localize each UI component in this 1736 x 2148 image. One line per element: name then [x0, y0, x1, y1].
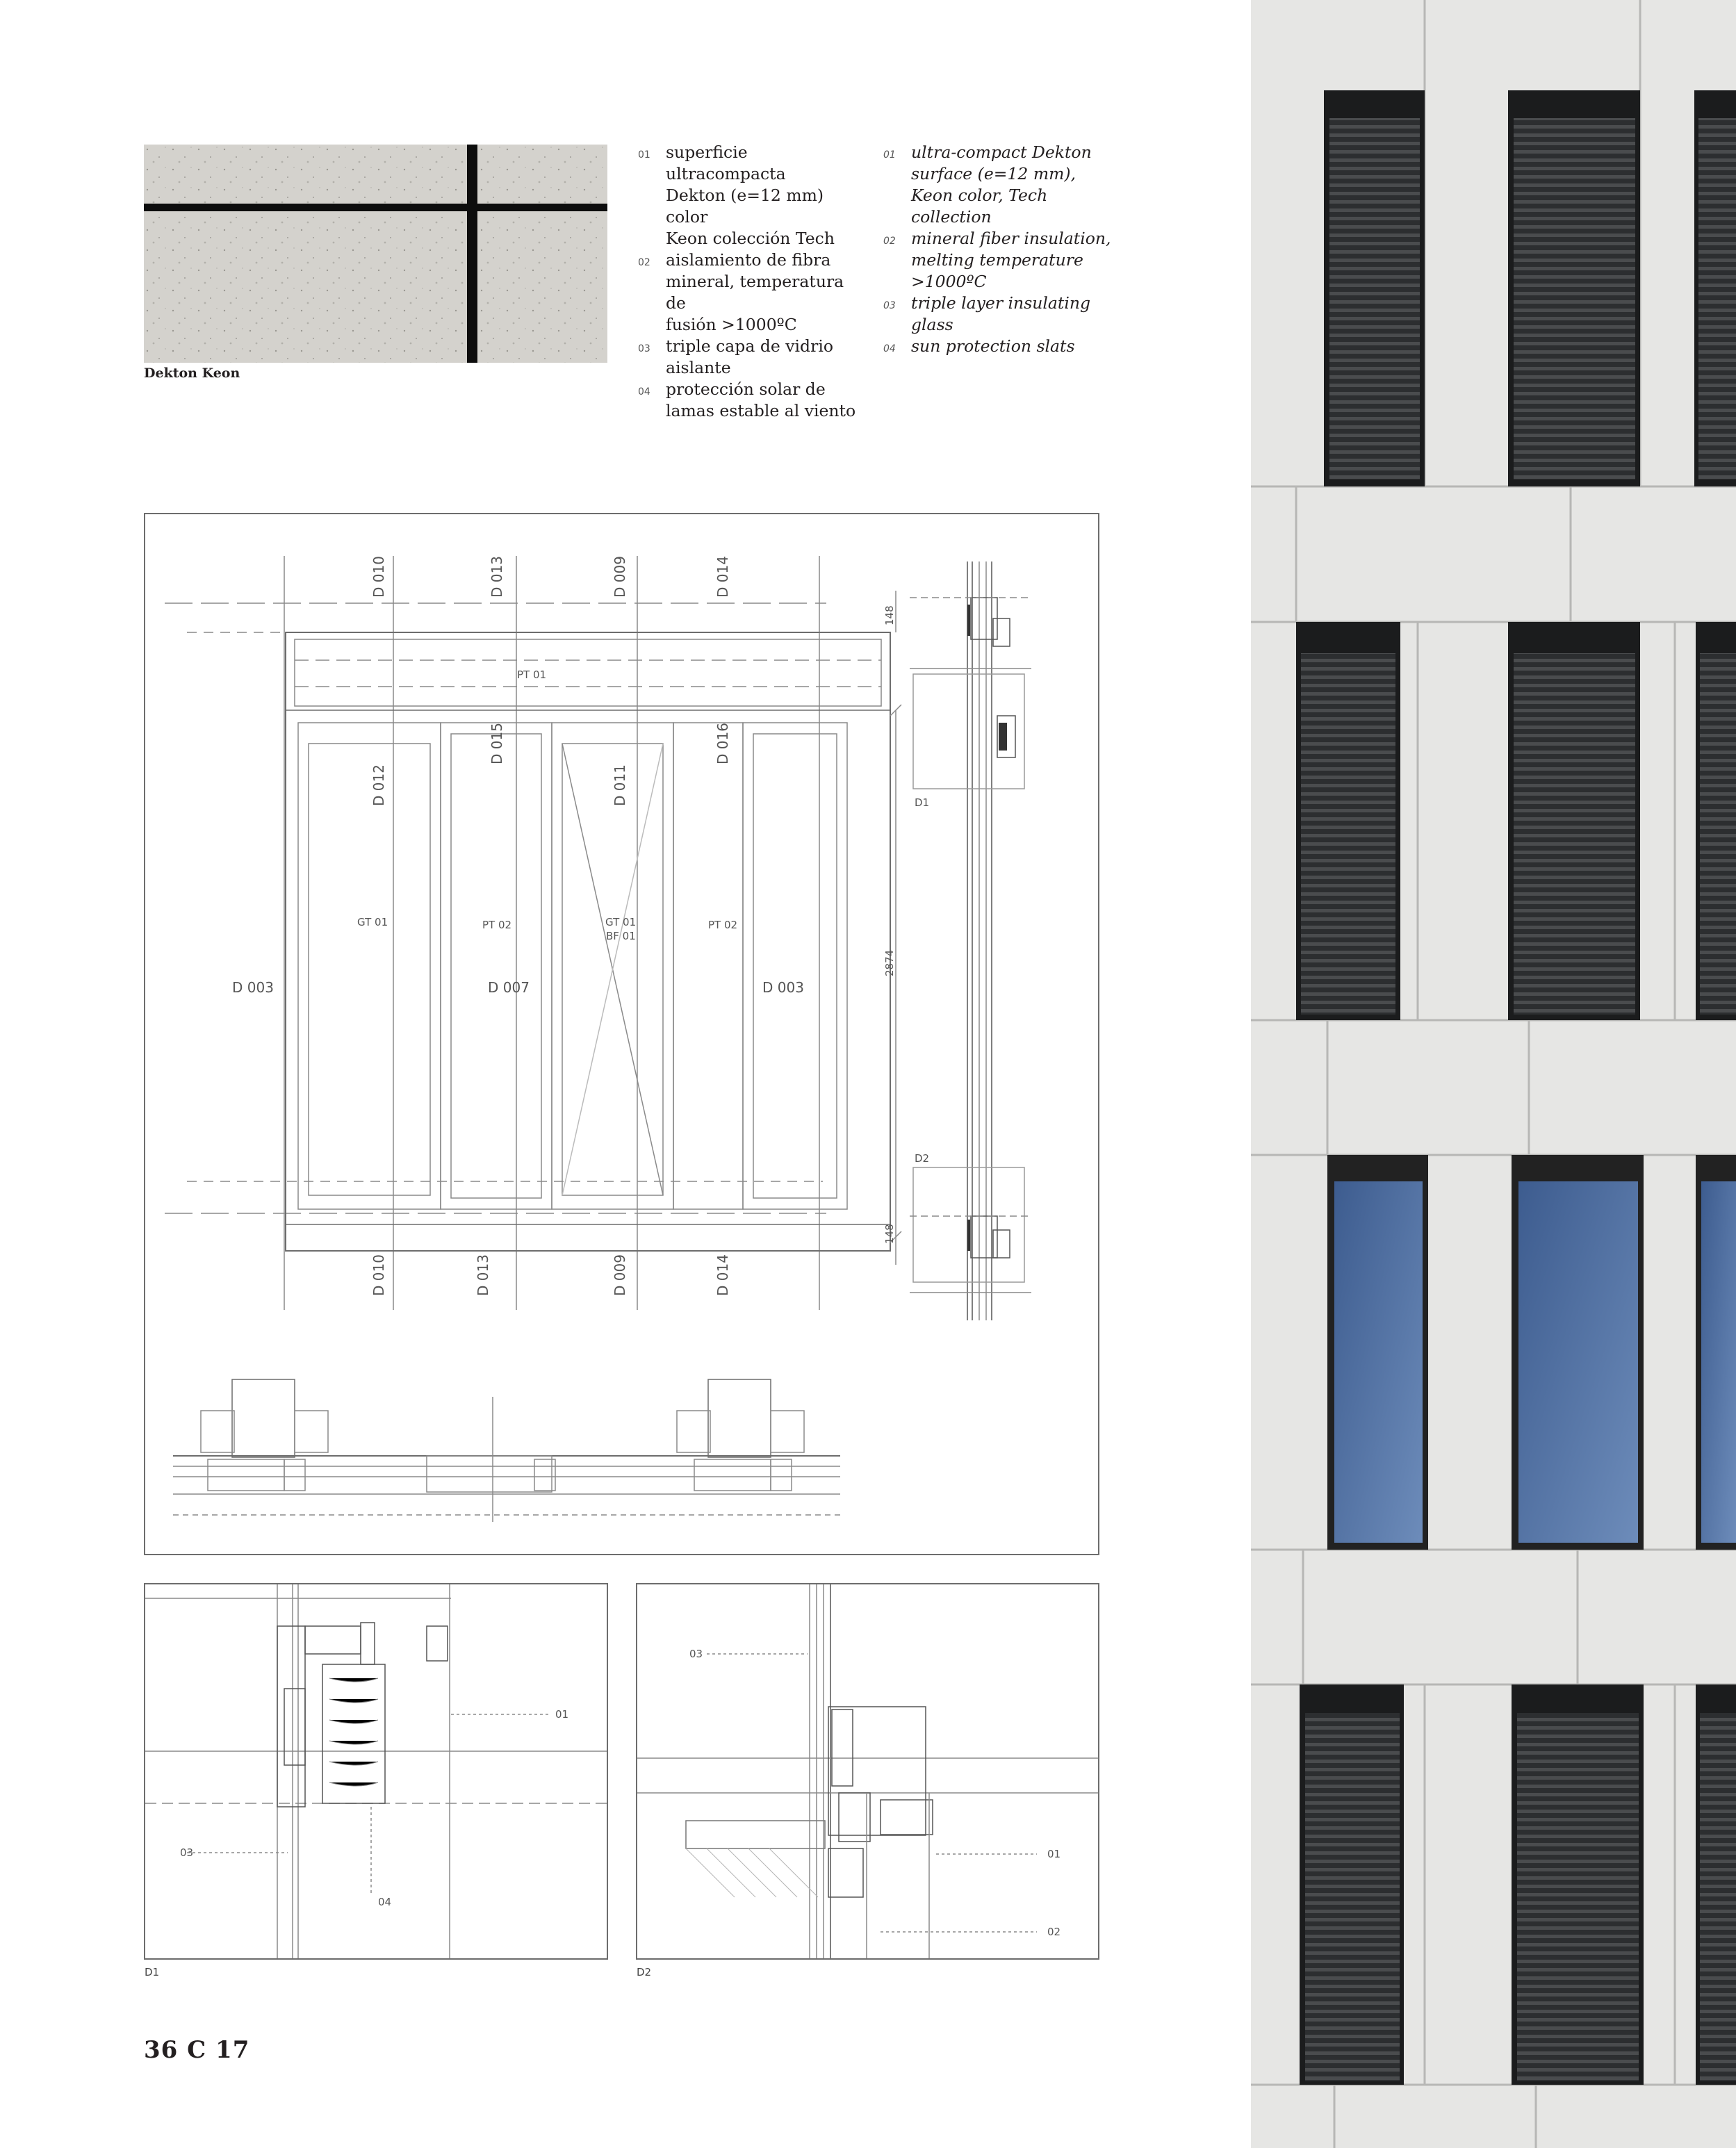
panel-tag: PT 02	[708, 919, 737, 931]
legend-text: triple capa de vidrio aislante	[666, 336, 833, 377]
legend-number: 02	[638, 257, 650, 268]
panel-tag: GT 01	[357, 916, 388, 928]
legend-text: superficie ultracompacta Dekton (e=12 mm…	[666, 142, 835, 248]
callout-number: 03	[180, 1846, 193, 1859]
side-tag: D 007	[488, 979, 530, 996]
legend-english: 01 ultra-compact Dekton surface (e=12 mm)…	[883, 142, 1113, 360]
legend-number: 01	[883, 149, 896, 161]
legend-item: 01 superficie ultracompacta Dekton (e=12 …	[638, 142, 867, 249]
legend-item: 04 protección solar de lamas estable al v…	[638, 379, 867, 422]
dimension-label: 148	[883, 1224, 896, 1244]
legend-number: 02	[883, 236, 896, 247]
facade-photo	[1251, 0, 1736, 2148]
detail-d1-drawing: 01 03 04	[145, 1584, 607, 1958]
panel-tag: BF 01	[606, 930, 636, 942]
dekton-swatch-image	[144, 145, 607, 363]
panel-tag: PT 01	[517, 669, 546, 681]
legend-number: 03	[638, 343, 650, 354]
detail-d2-frame: 03 01 02	[636, 1583, 1099, 1960]
elevation-drawing-frame: D 010 D 013 D 009 D 014 D 012 D 015 D 01…	[144, 513, 1099, 1555]
detail-d1-label: D1	[145, 1966, 160, 1978]
legend-text: triple layer insulating glass	[911, 293, 1091, 334]
grid-tag-top: D 010	[370, 556, 387, 598]
dimension-label: 2874	[883, 950, 896, 976]
grid-tag-top: D 013	[489, 556, 505, 598]
page-folio: 36 C 17	[144, 2036, 250, 2064]
panel-tag: PT 02	[482, 919, 511, 931]
facade-image	[1251, 0, 1736, 2148]
legend-text: sun protection slats	[911, 336, 1075, 356]
detail-d2-label: D2	[637, 1966, 652, 1978]
legend-number: 01	[638, 149, 650, 161]
legend-text: protección solar de lamas estable al vie…	[666, 379, 856, 420]
legend-number: 04	[638, 386, 650, 397]
grid-tag-bottom: D 013	[475, 1254, 491, 1296]
callout-number: 01	[1047, 1848, 1061, 1860]
callout-number: 01	[555, 1708, 568, 1721]
grid-tag-top: D 009	[612, 556, 628, 598]
legend-item: 02 mineral fiber insulation, melting temp…	[883, 228, 1113, 293]
legend-text: mineral fiber insulation, melting temper…	[911, 229, 1111, 291]
legend-item: 02 aislamiento de fibra mineral, temperat…	[638, 249, 867, 336]
legend-item: 03 triple capa de vidrio aislante	[638, 336, 867, 379]
elevation-drawing: D 010 D 013 D 009 D 014 D 012 D 015 D 01…	[165, 556, 1031, 1522]
legend-spanish: 01 superficie ultracompacta Dekton (e=12 …	[638, 142, 867, 422]
section-label: D1	[915, 796, 929, 809]
section-label: D2	[915, 1152, 929, 1165]
legend-item: 01 ultra-compact Dekton surface (e=12 mm)…	[883, 142, 1113, 228]
legend-number: 03	[883, 300, 896, 311]
concrete-texture	[144, 145, 607, 363]
legend-number: 04	[883, 343, 896, 354]
detail-d1-frame: 01 03 04	[144, 1583, 608, 1960]
grid-tag-upper: D 011	[612, 764, 628, 806]
grid-tag-bottom: D 014	[714, 1254, 731, 1296]
side-tag: D 003	[232, 979, 274, 996]
swatch-caption: Dekton Keon	[144, 366, 240, 381]
callout-number: 02	[1047, 1926, 1061, 1938]
grid-tag-upper: D 015	[489, 723, 505, 764]
legend-text: ultra-compact Dekton surface (e=12 mm), …	[911, 142, 1092, 227]
grid-tag-bottom: D 009	[612, 1254, 628, 1296]
side-tag: D 003	[762, 979, 804, 996]
grid-tag-bottom: D 010	[370, 1254, 387, 1296]
detail-d2-drawing: 03 01 02	[637, 1584, 1098, 1958]
callout-number: 03	[689, 1648, 703, 1660]
grid-tag-upper: D 012	[370, 764, 387, 806]
grid-tag-top: D 014	[714, 556, 731, 598]
dimension-label: 148	[883, 605, 896, 625]
legend-text: aislamiento de fibra mineral, temperatur…	[666, 250, 844, 334]
legend-item: 03 triple layer insulating glass	[883, 293, 1113, 336]
callout-number: 04	[378, 1896, 391, 1908]
legend-item: 04 sun protection slats	[883, 336, 1113, 360]
panel-tag: GT 01	[605, 916, 636, 928]
grid-tag-upper: D 016	[714, 723, 731, 764]
